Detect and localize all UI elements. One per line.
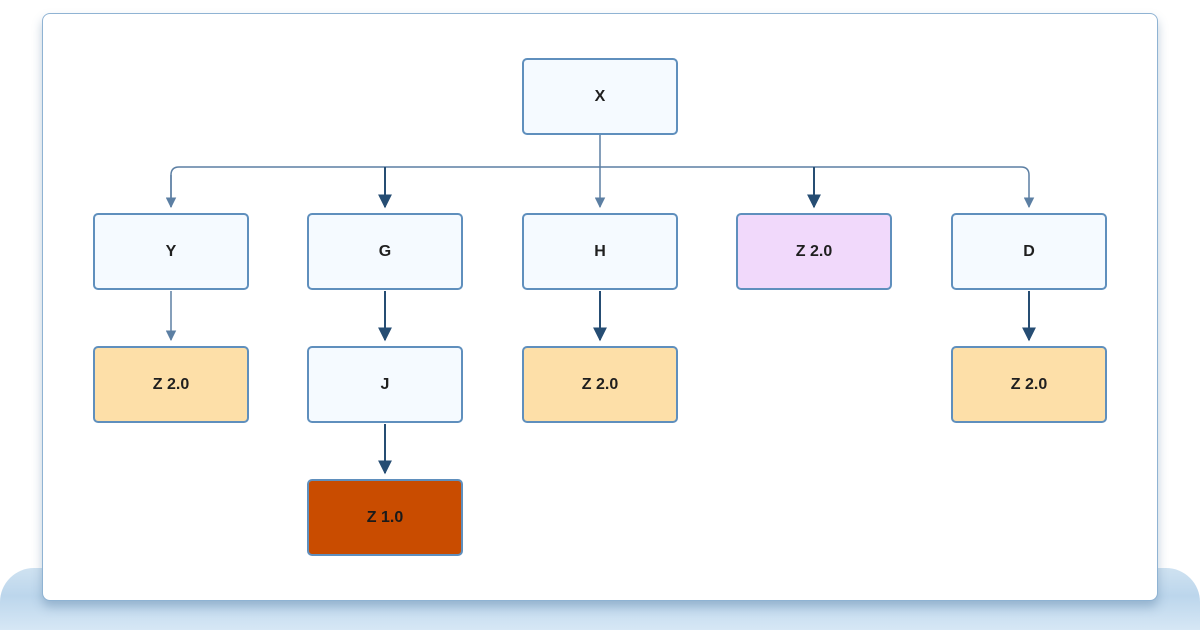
node-g[interactable]: G <box>307 213 463 290</box>
node-h[interactable]: H <box>522 213 678 290</box>
node-x[interactable]: X <box>522 58 678 135</box>
node-z-mid[interactable]: Z 2.0 <box>736 213 892 290</box>
node-j[interactable]: J <box>307 346 463 423</box>
node-g-label: G <box>378 242 392 260</box>
node-z-under-y[interactable]: Z 2.0 <box>93 346 249 423</box>
node-d[interactable]: D <box>951 213 1107 290</box>
node-z-under-h[interactable]: Z 2.0 <box>522 346 678 423</box>
node-h-label: H <box>594 242 606 260</box>
node-z-under-j[interactable]: Z 1.0 <box>307 479 463 556</box>
node-j-label: J <box>380 375 390 393</box>
node-z-under-d-label: Z 2.0 <box>1010 375 1048 393</box>
node-z-under-j-label: Z 1.0 <box>366 508 404 526</box>
node-z-under-h-label: Z 2.0 <box>581 375 619 393</box>
node-z-under-d[interactable]: Z 2.0 <box>951 346 1107 423</box>
node-y[interactable]: Y <box>93 213 249 290</box>
node-x-label: X <box>594 87 606 105</box>
node-z-under-y-label: Z 2.0 <box>152 375 190 393</box>
node-z-mid-label: Z 2.0 <box>795 242 833 260</box>
node-y-label: Y <box>165 242 177 260</box>
node-d-label: D <box>1023 242 1035 260</box>
